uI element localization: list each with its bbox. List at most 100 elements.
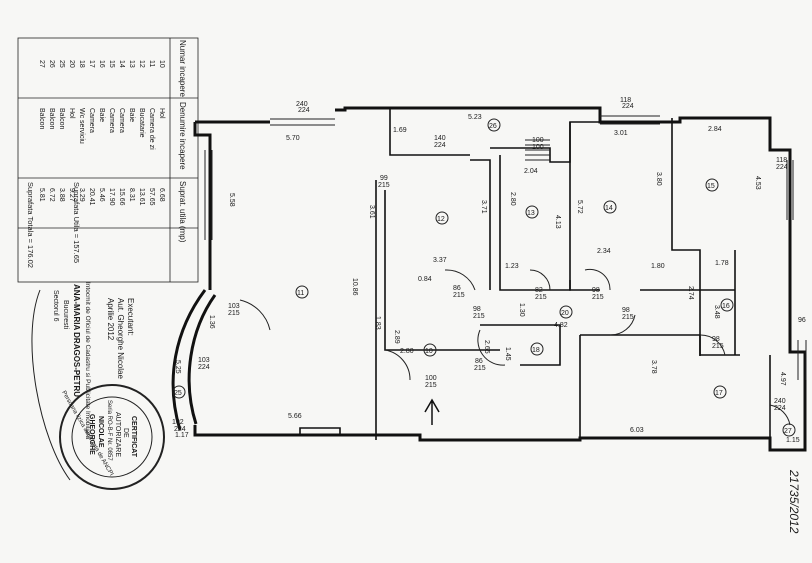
dim: 98 (473, 306, 481, 313)
dim: 103 (198, 357, 210, 364)
table-row: 13 Baie 8.31 (128, 60, 135, 202)
table-header-name: Denumire incapere (178, 102, 187, 170)
row-nr: 15 (108, 60, 115, 68)
row-nr: 17 (88, 60, 95, 68)
side-note: 21735/2012 (787, 469, 801, 534)
dim: 2.89 (393, 330, 400, 344)
dim: 3.37 (433, 257, 447, 264)
dim: 2.04 (524, 168, 538, 175)
certificate-line: AUTORIZARE (114, 412, 121, 457)
useful-area-label: Suprafata Utila = 157.65 (72, 182, 81, 263)
dim: 3.01 (614, 130, 628, 137)
row-area: 9.27 (68, 188, 75, 202)
dim: 96 (798, 317, 806, 324)
dim: 102 (172, 419, 184, 426)
table-row: 11 Camera de zi 57.65 (148, 60, 155, 206)
dim: 215 (378, 182, 390, 189)
table-row: 12 Bucatarie 13.61 (138, 60, 145, 206)
table-row: 16 Baie 5.46 (98, 60, 105, 202)
row-nr: 11 (148, 60, 155, 67)
dimension-labels: 5.70 5.23 3.01 2.84 240 224 118 224 1.69… (172, 97, 806, 444)
dim: 118 (776, 157, 787, 164)
row-area: 6.72 (48, 188, 55, 202)
row-area: 8.31 (128, 188, 135, 202)
dim: 215 (473, 313, 485, 320)
dim: 4.97 (779, 372, 786, 386)
dim: 215 (592, 294, 604, 301)
certificate-line: CERTIFICAT (130, 416, 137, 458)
dim: 215 (425, 382, 437, 389)
plan-walls (171, 106, 807, 452)
row-nr: 16 (98, 60, 105, 68)
row-nr: 18 (78, 60, 85, 68)
stamp-line: Intocmit de Oficiul de Cadastru si Publi… (84, 282, 91, 440)
certificate-line: DE (122, 428, 129, 438)
row-area: 20.41 (88, 188, 95, 206)
dim: 100 (425, 375, 437, 382)
dim: 1.45 (504, 347, 511, 361)
room-number: 27 (784, 428, 792, 435)
row-area: 3.88 (58, 188, 65, 202)
table-row: 27 Balcon 5.81 (38, 60, 45, 202)
dim: 98 (622, 307, 630, 314)
room-number: 14 (605, 205, 613, 212)
dim: 215 (712, 343, 724, 350)
room-number: 20 (561, 310, 569, 317)
dim: 99 (380, 175, 388, 182)
row-name: Hol (158, 108, 165, 119)
certificate-line: NICOLAE (97, 416, 104, 448)
row-name: Baie (98, 108, 105, 122)
dim: 3.48 (713, 305, 720, 319)
row-nr: 26 (48, 60, 55, 68)
dim: 224 (622, 103, 634, 110)
dim: 215 (228, 310, 240, 317)
dim: 240 (296, 101, 308, 108)
room-number: 25 (174, 390, 182, 397)
dim: 2.74 (687, 286, 694, 300)
row-area: 5.81 (38, 188, 45, 202)
room-number: 11 (297, 290, 304, 297)
table-header-area: Suprat. utila (mp) (178, 181, 187, 243)
dim: 103 (228, 303, 240, 310)
dim: 100 (532, 137, 544, 144)
table-row: 20 Hol 9.27 (68, 60, 75, 202)
dim: 1.15 (786, 437, 800, 444)
dim: 2.34 (597, 248, 611, 255)
table-row: 15 Camera 17.90 (108, 60, 115, 206)
dim: 5.23 (468, 114, 482, 121)
row-nr: 25 (58, 60, 65, 68)
dim: 224 (174, 426, 186, 433)
dim: 1.78 (715, 260, 729, 267)
dim: 5.25 (174, 360, 181, 374)
row-name: Balcon (38, 108, 45, 130)
row-area: 15.66 (118, 188, 125, 206)
row-nr: 27 (38, 60, 45, 68)
row-area: 3.29 (78, 188, 85, 202)
dim: 1.23 (505, 263, 519, 270)
dim: 3.61 (368, 205, 375, 219)
dim: 1.83 (374, 316, 381, 330)
dim: 140 (434, 135, 446, 142)
room-number: 12 (437, 216, 445, 223)
row-name: Camera (118, 108, 125, 133)
dim: 5.72 (576, 200, 583, 214)
room-number: 18 (532, 347, 540, 354)
stamp-line: Bucuresti (62, 300, 69, 330)
row-area: 5.46 (98, 188, 105, 202)
row-name: Hol (68, 108, 75, 119)
dim: 1.36 (208, 315, 215, 329)
dim: 2.80 (509, 192, 516, 206)
row-name: Balcon (58, 108, 65, 130)
dim: 5.66 (288, 413, 302, 420)
row-name: Camera de zi (148, 108, 155, 150)
dim: 215 (474, 365, 486, 372)
room-number: 10 (425, 348, 433, 355)
dim: 224 (776, 164, 788, 171)
table-row: 10 Hol 6.68 (158, 60, 165, 202)
row-area: 17.90 (108, 188, 115, 206)
cadastre-stamp: Intocmit de Oficiul de Cadastru si Publi… (31, 282, 91, 481)
dim: 2.65 (483, 340, 490, 354)
dim: 98 (712, 336, 720, 343)
dim: 224 (198, 364, 210, 371)
table-row: 26 Balcon 6.72 (48, 60, 55, 202)
